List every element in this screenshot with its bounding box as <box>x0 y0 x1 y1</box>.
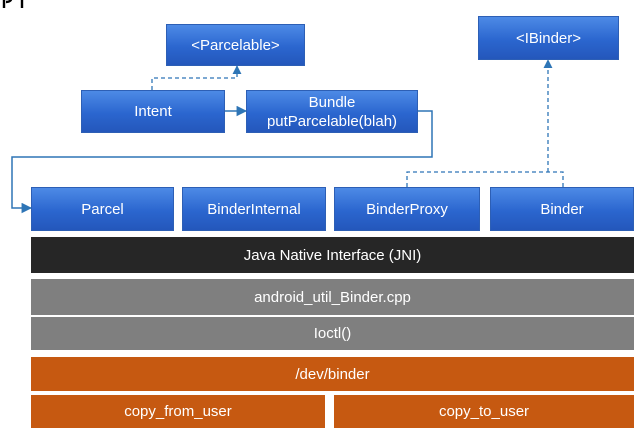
cropped-heading-fragment <box>0 0 46 8</box>
parcelable-label: <Parcelable> <box>191 36 280 54</box>
android-util-binder-label: android_util_Binder.cpp <box>254 288 411 306</box>
ioctl-label: Ioctl() <box>313 325 352 342</box>
parcel-label: Parcel <box>81 200 124 218</box>
parcelable-interface-box: <Parcelable> <box>166 24 305 66</box>
ioctl-bar: Ioctl() <box>31 317 634 350</box>
android-util-binder-bar: android_util_Binder.cpp <box>31 279 634 315</box>
binder-box: Binder <box>490 187 634 231</box>
binder-internal-label: BinderInternal <box>207 200 301 218</box>
copy-from-user-bar: copy_from_user <box>31 395 325 428</box>
jni-layer-bar: Java Native Interface (JNI) <box>31 237 634 273</box>
bundle-box: Bundle putParcelable(blah) <box>246 90 418 133</box>
parcel-box: Parcel <box>31 187 174 231</box>
ibinder-label: <IBinder> <box>515 29 582 47</box>
bundle-parcel-arrow <box>11 110 433 214</box>
binder-ibinder-dashed-arrow <box>406 171 564 187</box>
binder-proxy-box: BinderProxy <box>334 187 480 231</box>
bundle-method: putParcelable(blah) <box>266 112 398 130</box>
binder-proxy-label: BinderProxy <box>366 200 448 218</box>
intent-label: Intent <box>134 103 172 120</box>
copy-from-user-label: copy_from_user <box>124 403 232 420</box>
copy-to-user-label: copy_to_user <box>438 403 530 420</box>
dev-binder-label: /dev/binder <box>295 365 370 383</box>
dev-binder-bar: /dev/binder <box>31 357 634 391</box>
bundle-title: Bundle <box>308 93 356 111</box>
binder-label: Binder <box>540 200 584 218</box>
jni-label: Java Native Interface (JNI) <box>243 246 422 264</box>
intent-parcelable-dashed-arrow <box>151 65 242 90</box>
binder-internal-box: BinderInternal <box>182 187 326 231</box>
copy-to-user-bar: copy_to_user <box>334 395 634 428</box>
intent-box: Intent <box>81 90 225 133</box>
ibinder-interface-box: <IBinder> <box>478 16 619 60</box>
